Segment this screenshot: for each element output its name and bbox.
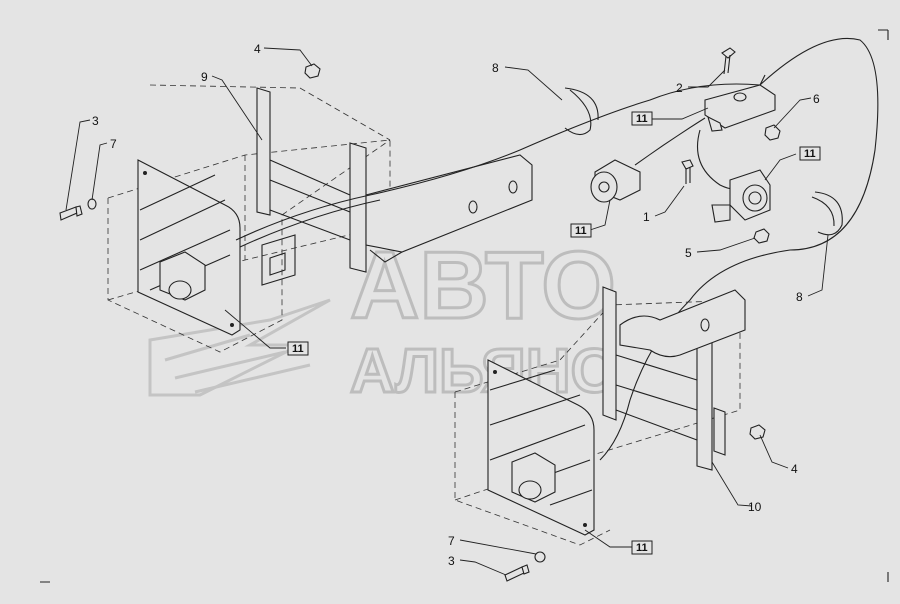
box-11-junction: 11 (631, 111, 653, 126)
bolt-2 (721, 47, 736, 59)
callout-labels: 4 9 3 7 8 2 6 1 5 8 4 10 7 3 (92, 42, 820, 568)
right-bolt-3 (504, 566, 525, 582)
callout-4-left: 4 (254, 42, 261, 56)
left-light-assembly (59, 63, 533, 353)
callout-9: 9 (201, 70, 208, 84)
left-drawbar-bracket (365, 154, 533, 253)
callout-5: 5 (685, 246, 692, 260)
right-nut-4 (749, 424, 766, 440)
nut-6 (764, 124, 781, 141)
junction-box (704, 84, 776, 129)
left-nut-4 (304, 63, 321, 79)
trailer-socket (711, 169, 771, 223)
right-washer-7 (534, 551, 546, 563)
bolt-1 (681, 159, 694, 170)
callout-7-left: 7 (110, 137, 117, 151)
box-11-left-lamp: 11 (287, 341, 309, 356)
callout-6: 6 (813, 92, 820, 106)
svg-text:11: 11 (636, 113, 648, 125)
right-post-10 (696, 337, 713, 471)
wiring-harness (235, 37, 879, 461)
box-11-right-lamp: 11 (631, 540, 653, 555)
callout-1: 1 (643, 210, 650, 224)
callout-2: 2 (676, 81, 683, 95)
callout-7-right: 7 (448, 534, 455, 548)
callout-3-left: 3 (92, 114, 99, 128)
left-bolt-3 (59, 205, 83, 221)
box-11-plug: 11 (570, 223, 592, 238)
left-washer-7 (87, 198, 97, 210)
callout-8-top: 8 (492, 61, 499, 75)
callout-10: 10 (748, 500, 762, 514)
callout-3-right: 3 (448, 554, 455, 568)
callout-8-right: 8 (796, 290, 803, 304)
right-light-assembly (454, 286, 766, 582)
callout-4-right: 4 (791, 462, 798, 476)
right-post (602, 286, 617, 421)
box-11-socket: 11 (799, 146, 821, 161)
frame-marks (40, 29, 889, 583)
svg-text:11: 11 (575, 225, 587, 237)
watermark-logo (148, 298, 331, 397)
left-post-9 (256, 87, 271, 216)
right-drawbar-bracket (619, 289, 746, 358)
trailer-plug (590, 159, 641, 203)
nut-5 (753, 228, 770, 244)
watermark-line2: АЛЬЯНС (350, 337, 615, 406)
clip-ring-8-right (814, 191, 843, 236)
left-lamp-plate (137, 159, 241, 336)
clip-ring-8-top (564, 89, 592, 136)
svg-text:11: 11 (804, 148, 816, 160)
svg-text:11: 11 (636, 542, 648, 554)
left-post (349, 142, 367, 273)
leader-lines (65, 47, 829, 576)
svg-text:11: 11 (292, 343, 304, 355)
boxed-callouts: 11 11 11 11 11 (287, 111, 821, 555)
